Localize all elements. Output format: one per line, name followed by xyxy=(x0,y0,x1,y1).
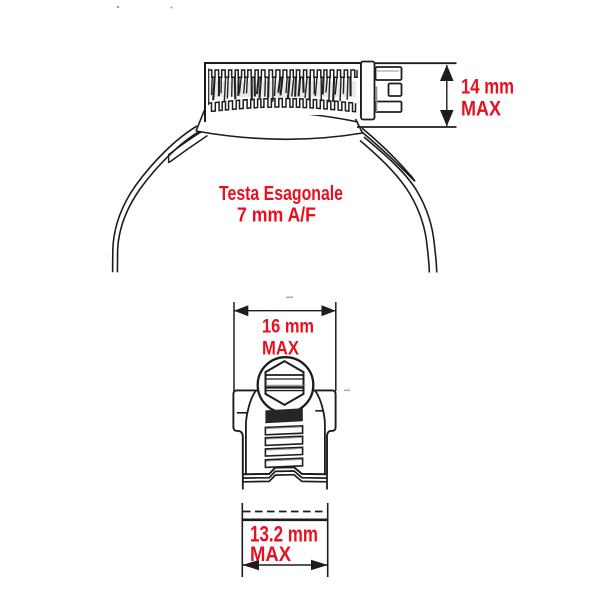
svg-text:14 mm: 14 mm xyxy=(461,76,514,99)
svg-text:MAX: MAX xyxy=(262,339,299,360)
svg-text:MAX: MAX xyxy=(250,542,292,566)
svg-text:13.2 mm: 13.2 mm xyxy=(250,522,318,547)
svg-text:MAX: MAX xyxy=(461,98,501,121)
svg-text:Testa Esagonale: Testa Esagonale xyxy=(219,183,343,205)
svg-text:16 mm: 16 mm xyxy=(262,317,314,338)
svg-text:7 mm A/F: 7 mm A/F xyxy=(237,205,316,227)
